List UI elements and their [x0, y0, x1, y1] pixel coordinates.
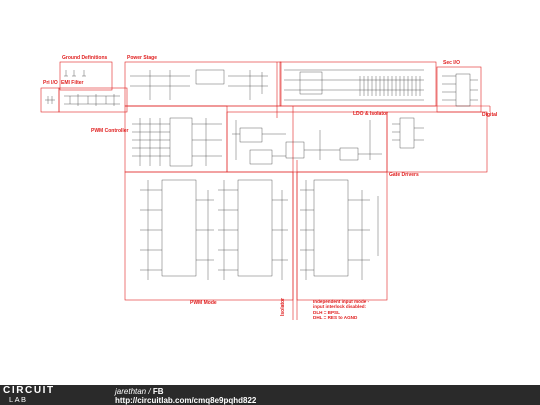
- sec-io-box: [436, 66, 482, 113]
- gate-drivers-box: [296, 171, 388, 301]
- sec-io-label: Sec I/O: [443, 60, 460, 66]
- sec-power-box: [279, 61, 437, 107]
- digital-box: [386, 111, 488, 173]
- note-line-2: input interlock disabled:: [313, 304, 367, 310]
- schematic-canvas[interactable]: Ground Definitions Pri I/O EMI Filter Po…: [0, 0, 540, 385]
- schematic-wiring: [45, 69, 478, 280]
- author-title: jarethtan / FB: [115, 387, 163, 396]
- title-separator: /: [146, 387, 153, 396]
- footer-bar: CIRCUIT LAB jarethtan / FB http://circui…: [0, 385, 540, 405]
- logo-top: CIRCUIT: [3, 385, 55, 396]
- emi-filter-box: [58, 87, 128, 113]
- logo-bottom: LAB: [9, 395, 28, 404]
- pri-io-label: Pri I/O: [43, 80, 58, 86]
- schematic-drawing: [40, 61, 491, 320]
- power-stage-label: Power Stage: [127, 55, 158, 61]
- isolator-label: Isolator: [280, 297, 286, 316]
- note-line-4: DHL = RES to AGND: [313, 314, 358, 320]
- pwm-mode-label: PWM Mode: [190, 300, 217, 306]
- author-link[interactable]: jarethtan: [115, 387, 147, 396]
- pwm-mode-box: [124, 171, 294, 301]
- circuit-title: FB: [152, 387, 164, 396]
- note-line-3: DLH = BPSL: [313, 309, 340, 315]
- interlock-note: Independent input mode - input interlock…: [313, 299, 369, 320]
- gate-drivers-label: Gate Drivers: [389, 172, 419, 178]
- region-boundaries: [40, 61, 491, 320]
- circuitlab-logo[interactable]: CIRCUIT LAB: [3, 386, 55, 404]
- emi-filter-label: EMI Filter: [61, 80, 84, 86]
- ground-definitions-box: [59, 61, 113, 91]
- digital-label: Digital: [482, 112, 498, 118]
- ldo-isolator-label: LDO & Isolator: [353, 111, 389, 117]
- circuit-url[interactable]: http://circuitlab.com/cmq8e9pqhd822: [115, 396, 257, 405]
- pwm-controller-label: PWM Controller: [91, 128, 129, 134]
- pwm-controller-box: [124, 105, 228, 173]
- ground-definitions-label: Ground Definitions: [62, 55, 108, 61]
- note-line-1: Independent input mode -: [313, 299, 370, 304]
